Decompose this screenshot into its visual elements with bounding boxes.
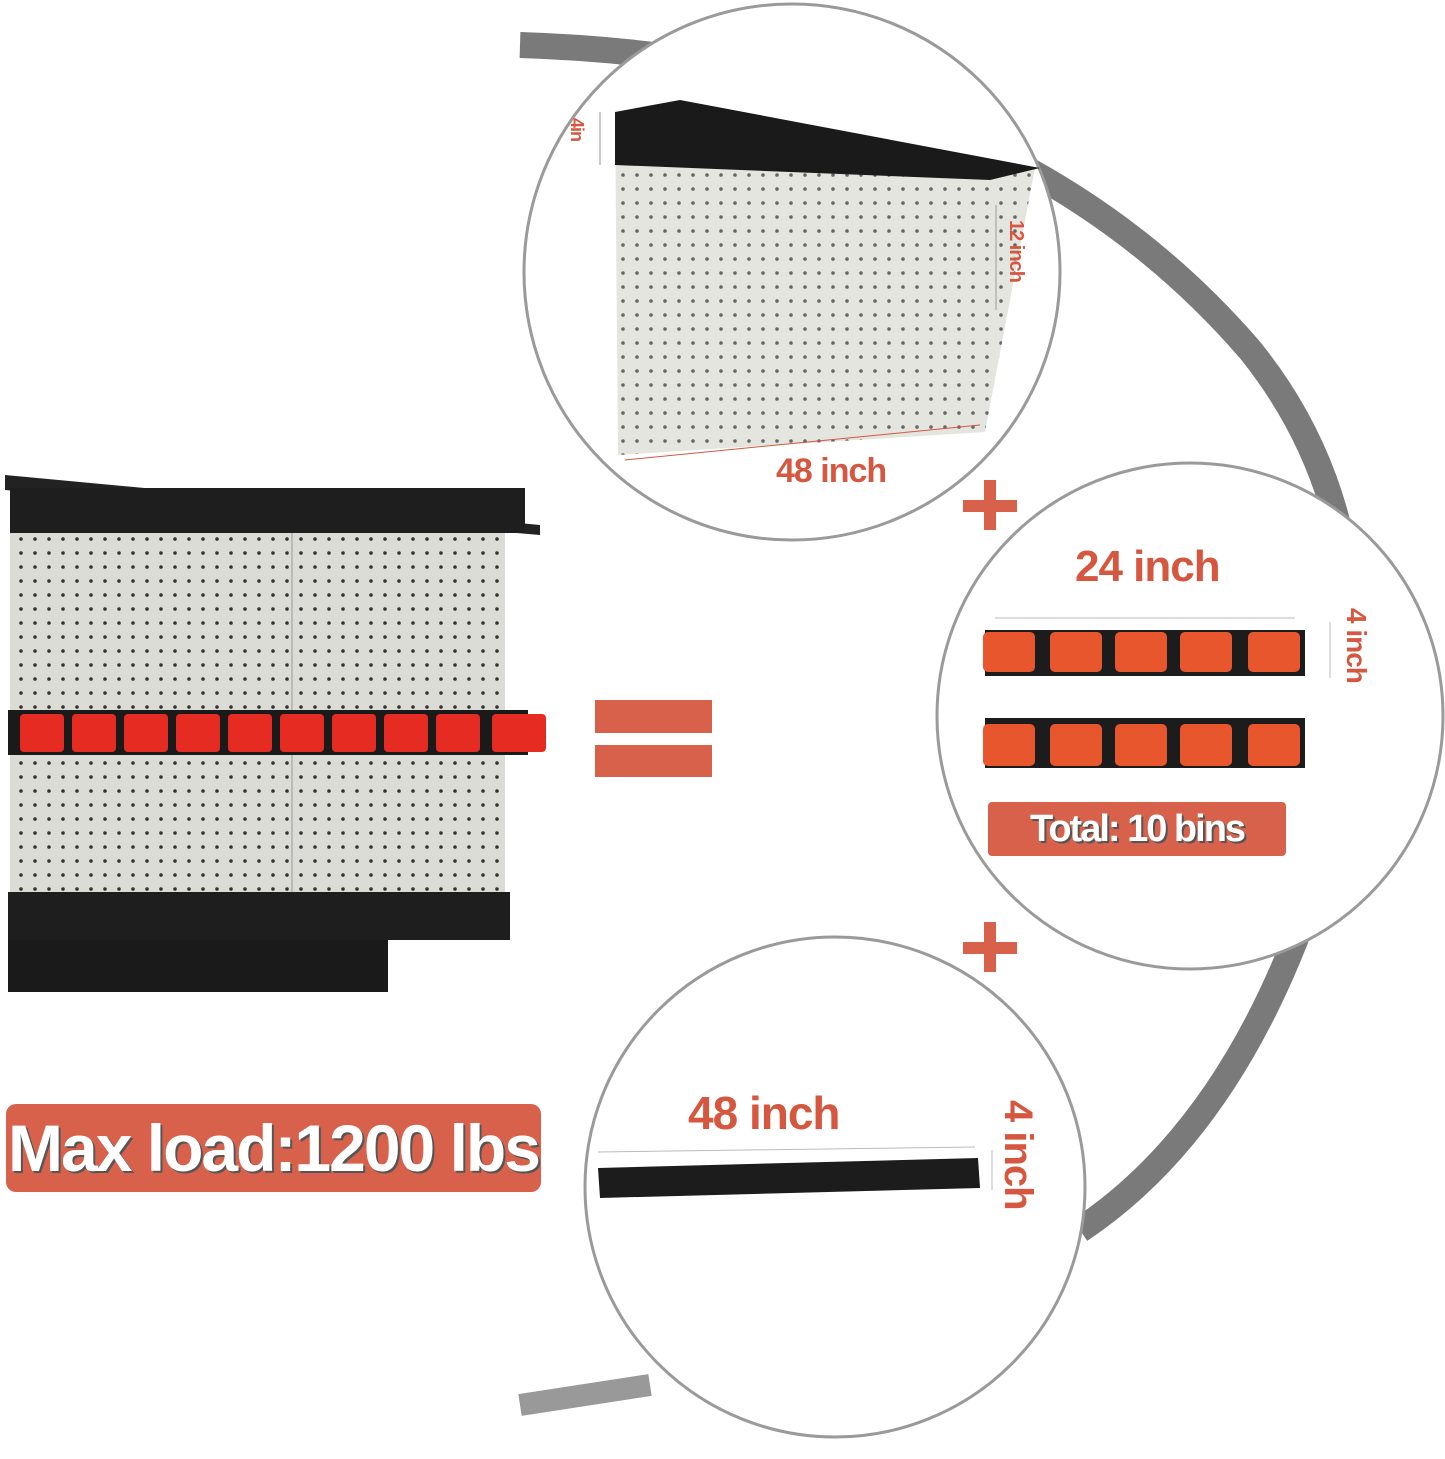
rail-height-label: 4 inch — [996, 1100, 1040, 1210]
rail-width-label: 48 inch — [688, 1087, 841, 1139]
total-bins-badge: Total: 10 bins — [988, 802, 1286, 856]
plus-icon — [963, 480, 1017, 530]
pegboard-circle — [522, 2, 1062, 542]
rail-circle — [583, 935, 1087, 1439]
connector-arc-bottom — [518, 1374, 652, 1416]
plus-icon — [963, 922, 1017, 972]
bins-circle — [935, 461, 1445, 971]
max-load-badge: Max load:1200 lbs — [6, 1104, 541, 1192]
product-full — [5, 475, 546, 992]
bins-height-label: 4 inch — [1341, 608, 1372, 683]
pegboard-width-label: 48 inch — [776, 452, 887, 490]
bins-width-label: 24 inch — [1075, 542, 1221, 591]
pegboard-side-label: 12 inch — [1005, 220, 1027, 282]
equals-icon — [595, 700, 712, 777]
pegboard-depth-label: 4in — [567, 118, 587, 142]
